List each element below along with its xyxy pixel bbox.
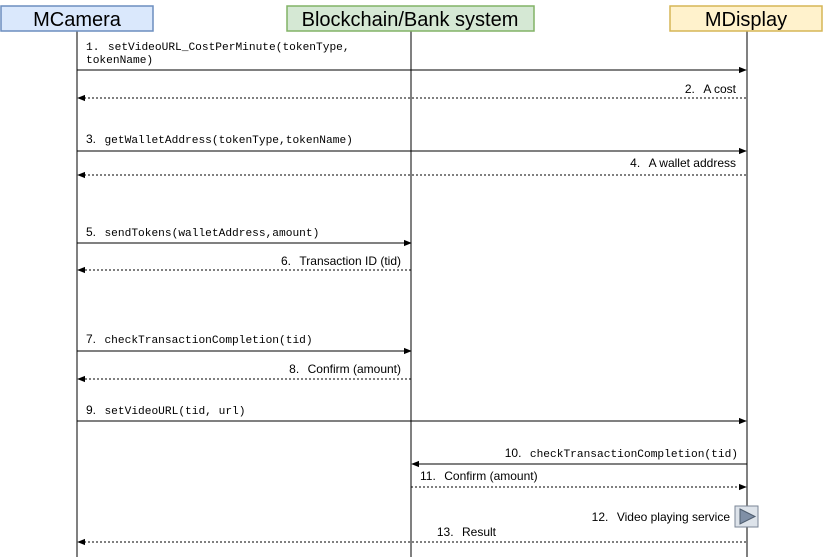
message-10-text: checkTransactionCompletion(tid) (530, 449, 738, 461)
message-11-label: 11. Confirm (amount) (420, 467, 538, 484)
participant-mcamera-label: MCamera (33, 9, 122, 31)
participant-mdisplay-label: MDisplay (705, 9, 787, 31)
message-11-text: Confirm (amount) (444, 469, 537, 483)
participant-blockchain: Blockchain/Bank system (286, 5, 535, 32)
message-8-number: 8. (289, 362, 299, 376)
message-10-label: 10. checkTransactionCompletion(tid) (505, 444, 738, 461)
message-5-text: sendTokens(walletAddress,amount) (104, 228, 319, 240)
message-13-label: 13. Result (437, 523, 497, 540)
message-8-label: 8. Confirm (amount) (289, 360, 401, 377)
message-4-label: 4. A wallet address (630, 154, 736, 171)
message-12-text: Video playing service (617, 510, 731, 524)
message-2-number: 2. (685, 82, 695, 96)
message-3-label: 3. getWalletAddress(tokenType,tokenName) (86, 130, 353, 147)
message-10-number: 10. (505, 446, 522, 460)
participant-mcamera: MCamera (0, 5, 154, 32)
message-8-text: Confirm (amount) (308, 362, 401, 376)
message-7-label: 7. checkTransactionCompletion(tid) (86, 330, 313, 347)
message-4-text: A wallet address (649, 156, 736, 170)
message-2-text: A cost (703, 82, 736, 96)
participant-blockchain-label: Blockchain/Bank system (302, 9, 519, 31)
message-9-text: setVideoURL(tid, url) (104, 406, 245, 418)
message-3-number: 3. (86, 132, 96, 146)
message-2-label: 2. A cost (685, 80, 737, 97)
message-9-label: 9. setVideoURL(tid, url) (86, 401, 245, 418)
message-5-number: 5. (86, 225, 96, 239)
message-6-number: 6. (281, 254, 291, 268)
message-12-number: 12. (592, 510, 609, 524)
message-1-number: 1. (86, 42, 99, 54)
message-11-number: 11. (420, 469, 436, 483)
participant-mdisplay: MDisplay (669, 5, 823, 32)
message-7-number: 7. (86, 332, 96, 346)
message-1-text-line2: tokenName) (86, 55, 153, 67)
play-icon (734, 505, 759, 528)
message-6-label: 6. Transaction ID (tid) (281, 252, 401, 269)
message-12-label: 12. Video playing service (592, 508, 731, 525)
message-4-number: 4. (630, 156, 640, 170)
message-1-label: 1. setVideoURL_CostPerMinute(tokenType, (86, 37, 350, 54)
message-7-text: checkTransactionCompletion(tid) (104, 335, 312, 347)
message-6-text: Transaction ID (tid) (299, 254, 401, 268)
message-1-text: setVideoURL_CostPerMinute(tokenType, (108, 42, 350, 54)
message-13-text: Result (462, 525, 497, 539)
message-5-label: 5. sendTokens(walletAddress,amount) (86, 223, 319, 240)
message-3-text: getWalletAddress(tokenType,tokenName) (104, 135, 352, 147)
message-13-number: 13. (437, 525, 454, 539)
message-9-number: 9. (86, 403, 96, 417)
